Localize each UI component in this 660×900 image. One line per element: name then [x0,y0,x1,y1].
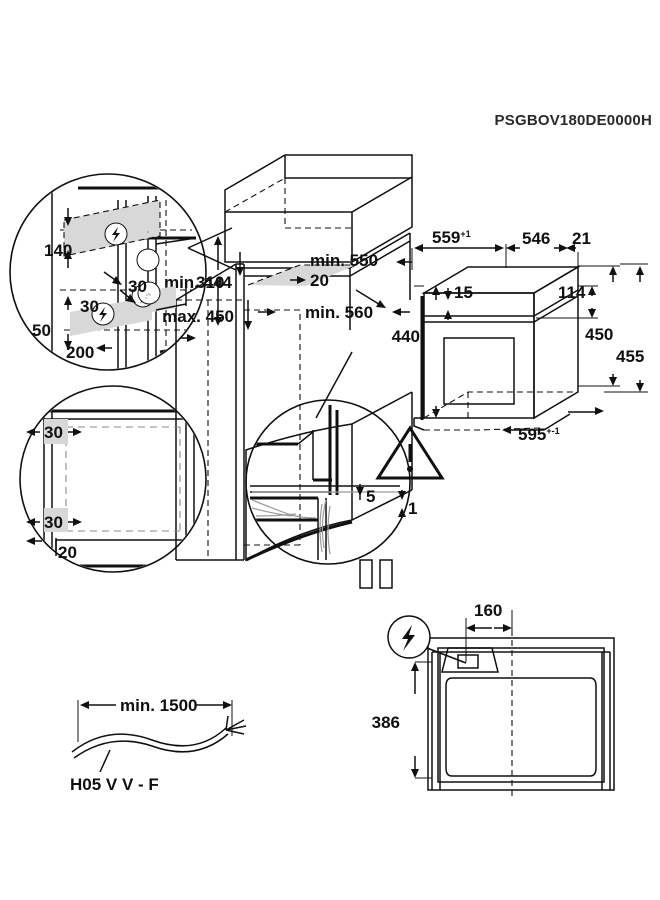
cable-length-label: min. 1500 [120,696,198,715]
dim-160: 160 [474,601,502,620]
dim-546: 546 [522,229,550,248]
dim-559: 559+1 [432,228,471,247]
dim-21: 21 [572,229,591,248]
warning-triangle-icon [375,425,445,480]
dim-30-lower: 30 [80,297,99,316]
detail-worktop-edge: 5 1 [245,399,445,565]
detail-rear-clearance: 30 30 20 [19,385,207,573]
dim-20-clearance: 20 [58,543,77,562]
dim-200: 200 [66,343,94,362]
dim-386: 386 [372,713,400,732]
dim-310: 310 [196,273,224,292]
lightning-bolt-icon [104,222,128,246]
detail-leader-lines [187,227,353,419]
cabinet-dimensions: min. 444 max. 450 min. 550 20 min. 560 [162,251,412,330]
oven-dimensions: 559+1 546 21 15 440 [392,228,648,444]
cabinet-isometric [175,154,413,589]
detail-socket-positions: 140 30 310 30 50 [9,173,224,371]
dim-140: 140 [44,241,72,260]
dim-455: 455 [616,347,644,366]
lightning-bolt-icon-inner [136,248,160,272]
lightning-bolt-icon [387,615,467,664]
dim-440: 440 [392,327,420,346]
dim-595: 595+-1 [518,425,560,444]
socket-zone-highlight [247,264,356,286]
oven-isometric [413,265,581,431]
dim-1: 1 [408,499,417,518]
dim-20-cabinet: 20 [310,271,329,290]
dim-5: 5 [366,487,375,506]
dim-min-560: min. 560 [305,303,373,322]
dim-30-upper: 30 [128,277,147,296]
dim-50: 50 [32,321,51,340]
dim-15: 15 [454,283,473,302]
dim-450: 450 [585,325,613,344]
dim-114: 114 [558,283,586,302]
dim-30-clearance-bottom: 30 [44,513,63,532]
dim-30-clearance-top: 30 [44,423,63,442]
lightning-bolt-icon [91,302,115,326]
oven-front-elevation: 160 386 [372,601,615,798]
document-code: PSGBOV180DE0000H [494,112,652,129]
socket-dimension-labels: 140 30 310 30 50 [32,208,224,362]
power-cable-diagram: min. 1500 H05 V V - F [70,696,247,794]
dim-min-550: min. 550 [310,251,378,270]
cable-type-label: H05 V V - F [70,775,159,794]
lightning-bolt-icon [137,281,161,305]
dim-min-444: min. 444 [164,273,233,292]
